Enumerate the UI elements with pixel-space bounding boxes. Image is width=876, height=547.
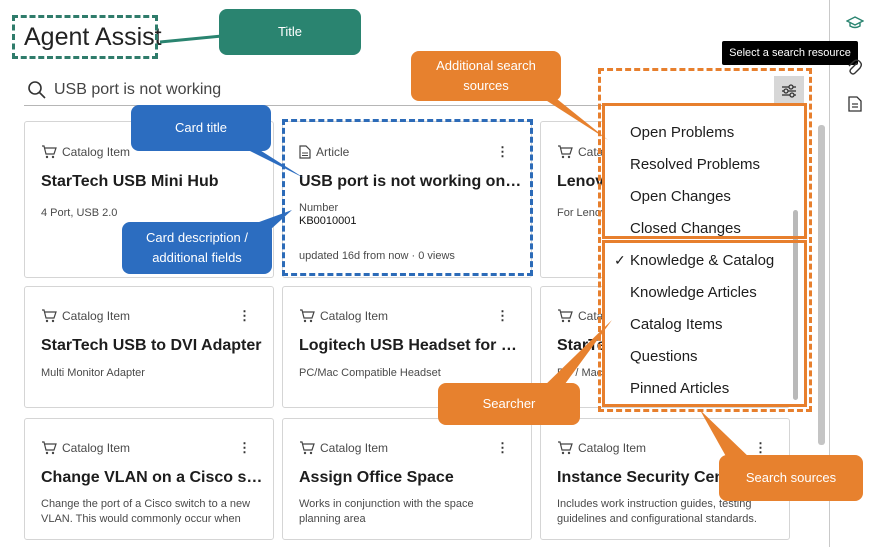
card-description-line: VLAN. This would commonly occur when (41, 513, 241, 525)
cart-icon (300, 309, 315, 323)
card-title[interactable]: StarTech USB Mini Hub (41, 173, 219, 190)
dropdown-item-selected[interactable]: Knowledge & Catalog (630, 252, 775, 269)
card-overflow-menu-icon[interactable]: ⋮ (496, 144, 509, 159)
title-highlight-box (12, 15, 158, 59)
callout-line: additional fields (152, 250, 242, 265)
card-overflow-menu-icon[interactable]: ⋮ (496, 308, 509, 323)
result-card[interactable]: Catalog Item ⋮ Change VLAN on a Cisco sw… (24, 418, 274, 540)
callout-line: Additional search (436, 58, 536, 73)
additional-sources-callout: Additional search sources (411, 51, 561, 101)
number-label: Number (299, 202, 339, 214)
card-description: Includes work instruction guides, testin… (557, 497, 757, 527)
card-type: Catalog Item (62, 441, 131, 455)
card-type: Catalog Item (578, 441, 647, 455)
card-description-line: Works in conjunction with the space (299, 498, 474, 510)
number-value: KB0010001 (299, 215, 357, 227)
card-title-callout: Card title (131, 105, 271, 151)
card-footer: updated 16d from now · 0 views (299, 250, 455, 262)
card-description: Multi Monitor Adapter (41, 367, 145, 379)
checkmark-icon: ✓ (614, 252, 626, 268)
card-description: PC/Mac Compatible Headset (299, 367, 441, 379)
card-title[interactable]: Logitech USB Headset for PC … (299, 337, 524, 354)
dropdown-item[interactable]: Closed Changes (630, 220, 741, 237)
cart-icon (558, 145, 573, 159)
card-description-callout: Card description / additional fields (122, 222, 272, 274)
search-icon (28, 81, 46, 99)
graduation-cap-icon[interactable] (846, 16, 864, 30)
card-type: Catalog Item (62, 309, 131, 323)
dropdown-item[interactable]: Open Problems (630, 124, 735, 141)
card-title[interactable]: Change VLAN on a Cisco swit… (41, 469, 266, 486)
cart-icon (42, 309, 57, 323)
card-description: PC / Mac (557, 367, 603, 379)
card-overflow-menu-icon[interactable]: ⋮ (496, 440, 509, 455)
card-type: Catalog Item (62, 145, 131, 159)
cart-icon (558, 441, 573, 455)
card-description-line: Includes work instruction guides, testin… (557, 498, 752, 510)
card-overflow-menu-icon[interactable]: ⋮ (238, 308, 251, 323)
card-highlight-box (282, 119, 533, 276)
card-type: Article (316, 145, 350, 159)
filter-sliders-icon (782, 84, 796, 98)
cart-icon (300, 441, 315, 455)
cart-icon (42, 145, 57, 159)
dropdown-item[interactable]: Questions (630, 348, 698, 365)
dropdown-item[interactable]: Resolved Problems (630, 156, 761, 173)
card-type: Catalog Item (320, 441, 389, 455)
result-card[interactable]: Catalog Item ⋮ StarTech USB to DVI Adapt… (24, 286, 274, 408)
document-icon[interactable] (848, 96, 862, 112)
search-input[interactable]: USB port is not working (54, 81, 222, 98)
result-card[interactable]: Catalog Item ⋮ Assign Office Space Works… (282, 418, 532, 540)
card-overflow-menu-icon[interactable]: ⋮ (754, 440, 767, 455)
results-scrollbar[interactable] (818, 125, 825, 445)
card-type: Catalog Item (320, 309, 389, 323)
card-title[interactable]: StarTech USB to DVI Adapter (41, 337, 262, 354)
card-description: Works in conjunction with the space plan… (299, 497, 474, 527)
card-description-line: planning area (299, 513, 366, 525)
cart-icon (42, 441, 57, 455)
dropdown-item[interactable]: Catalog Items (630, 316, 723, 333)
paperclip-icon[interactable] (846, 58, 862, 76)
card-description: Change the port of a Cisco switch to a n… (41, 497, 250, 527)
search-resource-dropdown: Open Problems Resolved Problems Open Cha… (602, 108, 808, 404)
card-description-line: Change the port of a Cisco switch to a n… (41, 498, 251, 510)
search-sources-callout: Search sources (719, 455, 863, 501)
card-description-line: guidelines and configurational standards… (557, 513, 757, 525)
search-resource-tooltip: Select a search resource (722, 41, 858, 65)
search-underline (24, 105, 772, 106)
search-resource-button[interactable] (774, 76, 804, 106)
additional-sources-highlight-box (602, 103, 807, 239)
callout-line: sources (463, 78, 509, 93)
dropdown-item[interactable]: Knowledge Articles (630, 284, 757, 301)
dropdown-item[interactable]: Open Changes (630, 188, 731, 205)
card-title[interactable]: Instance Security Center (557, 469, 745, 486)
searcher-callout: Searcher (438, 383, 580, 425)
title-callout: Title (219, 9, 361, 55)
card-description: 4 Port, USB 2.0 (41, 207, 118, 219)
cart-icon (558, 309, 573, 323)
callout-line: Card description / (146, 230, 248, 245)
agent-assist-panel (829, 0, 830, 547)
card-title[interactable]: Assign Office Space (299, 469, 454, 486)
dropdown-item[interactable]: Pinned Articles (630, 380, 730, 397)
card-overflow-menu-icon[interactable]: ⋮ (238, 440, 251, 455)
searcher-highlight-box (602, 240, 807, 407)
page-title: Agent Assist (24, 23, 162, 51)
dropdown-scrollbar[interactable] (793, 210, 798, 400)
